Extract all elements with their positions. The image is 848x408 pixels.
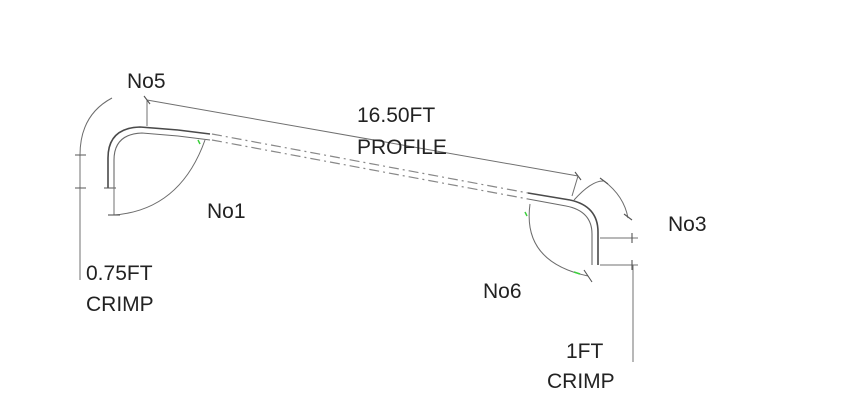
right-crimp-length-label: 1FT [566, 340, 604, 363]
profile-length-label: 16.50FT [357, 104, 436, 127]
left-bend [75, 97, 206, 216]
right-crimp-word-label: CRIMP [547, 370, 615, 393]
accent-marks [197, 139, 581, 275]
profile-word-label: PROFILE [357, 136, 447, 159]
bend-label-no5: No5 [127, 70, 166, 93]
bend-label-no1: No1 [207, 200, 246, 223]
left-crimp-length-label: 0.75FT [86, 262, 153, 285]
bend-label-no3: No3 [668, 213, 707, 236]
profile-straight [143, 95, 582, 207]
left-crimp-word-label: CRIMP [86, 293, 154, 316]
bend-label-no6: No6 [483, 280, 522, 303]
right-bend [528, 177, 638, 283]
